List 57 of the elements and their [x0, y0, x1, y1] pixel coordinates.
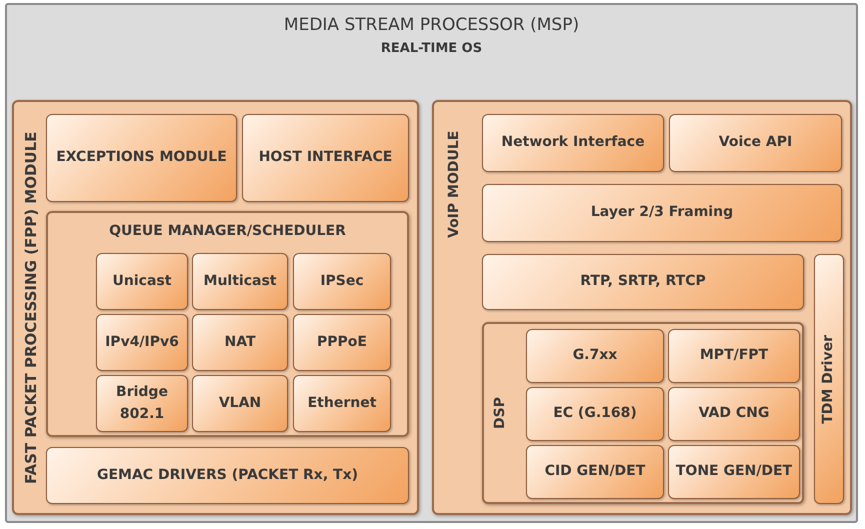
module-box — [526, 445, 664, 499]
module-box — [482, 254, 804, 310]
module-box — [192, 314, 288, 371]
module-box — [526, 387, 664, 441]
block-title: MEDIA STREAM PROCESSOR (MSP) — [282, 15, 580, 35]
block-label: IPv4/IPv6 — [104, 332, 180, 352]
module-box — [96, 375, 188, 432]
block-label: VLAN — [218, 394, 262, 413]
module-box — [668, 329, 800, 383]
module-box — [242, 114, 409, 202]
block-label: TDM Driver — [819, 334, 838, 424]
module-box — [293, 375, 391, 432]
processor-panel — [5, 3, 858, 523]
block-label: VAD CNG — [698, 404, 770, 424]
block-label: HOST INTERFACE — [258, 148, 394, 168]
block-label: EC (G.168) — [552, 404, 638, 424]
block-title: DSP — [492, 396, 508, 431]
module-box — [482, 184, 842, 242]
module-box — [526, 329, 664, 383]
block-label: Layer 2/3 Framing — [590, 203, 734, 222]
block-label: G.7xx — [572, 346, 618, 366]
block-label: Bridge 802.1 — [115, 382, 169, 424]
block-label: GEMAC DRIVERS (PACKET Rx, Tx) — [96, 466, 360, 485]
module-box — [814, 254, 844, 504]
block-title: QUEUE MANAGER/SCHEDULER — [108, 223, 347, 239]
block-label: TONE GEN/DET — [674, 462, 794, 482]
module-panel — [46, 211, 409, 437]
block-title: VoIP MODULE — [446, 129, 462, 240]
block-label: IPSec — [319, 272, 365, 291]
module-box — [668, 387, 800, 441]
module-box — [293, 253, 391, 310]
module-panel — [12, 100, 419, 515]
block-label: NAT — [223, 332, 256, 352]
module-panel — [482, 322, 804, 504]
block-title: FAST PACKET PROCESSING (FPP) MODULE — [22, 130, 40, 486]
module-box — [192, 375, 288, 432]
block-label: MPT/FPT — [698, 346, 770, 366]
block-label: CID GEN/DET — [544, 462, 646, 482]
block-subtitle: REAL-TIME OS — [380, 41, 484, 56]
module-box — [293, 314, 391, 371]
module-box — [192, 253, 288, 310]
block-label: Multicast — [202, 272, 278, 291]
module-box — [46, 447, 409, 504]
module-box — [46, 114, 237, 202]
block-label: Unicast — [112, 272, 172, 291]
module-box — [482, 114, 664, 172]
block-label: Voice API — [718, 133, 794, 152]
module-box — [669, 114, 842, 172]
block-label: Network Interface — [500, 133, 646, 152]
module-panel — [432, 100, 852, 515]
block-label: Ethernet — [306, 394, 378, 413]
module-box — [96, 314, 188, 371]
module-box — [668, 445, 800, 499]
block-label: RTP, SRTP, RTCP — [579, 272, 707, 292]
block-label: EXCEPTIONS MODULE — [55, 148, 228, 168]
module-box — [96, 253, 188, 310]
block-label: PPPoE — [316, 332, 368, 352]
